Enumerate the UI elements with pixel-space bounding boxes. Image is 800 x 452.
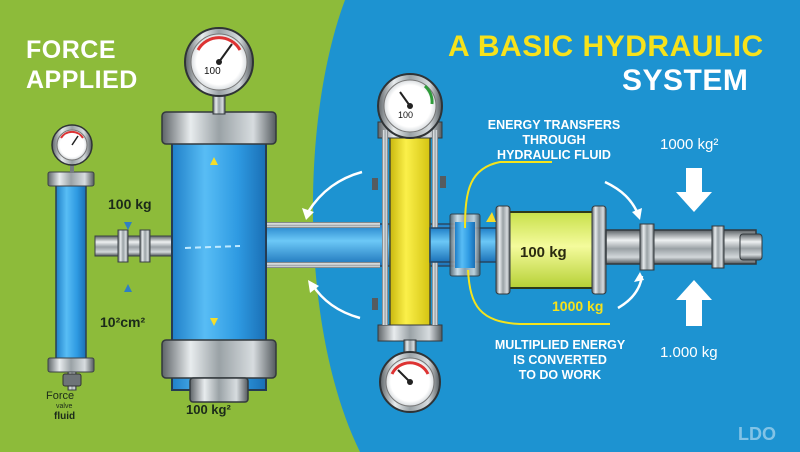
rod-tip	[739, 233, 763, 261]
yellow-column	[389, 129, 431, 331]
small-force-label: 100 kg	[108, 196, 152, 212]
yellow-column-cap-bottom	[377, 324, 443, 342]
valve-caption: valve	[56, 403, 73, 410]
watermark: LDO	[738, 424, 776, 444]
output-force-label: 1000 kg	[552, 298, 604, 314]
force-applied-line-2: APPLIED	[26, 66, 138, 94]
pipe-top-rim	[250, 222, 380, 228]
fluid-flow-streak	[184, 245, 241, 249]
multiplied-energy-caption: MULTIPLIED ENERGY IS CONVERTED TO DO WOR…	[470, 338, 650, 383]
multiplied-line-2: IS CONVERTED	[513, 353, 607, 367]
small-area-label: 10²cm²	[100, 314, 146, 330]
fluid-caption: fluid	[54, 411, 76, 422]
large-cylinder-base	[189, 377, 249, 403]
flow-arc-lower-right-head	[634, 272, 644, 282]
gauge-top-center-reading: 100	[204, 66, 221, 77]
left-connector-pipe	[94, 235, 176, 257]
energy-transfer-line-3: HYDRAULIC FLUID	[497, 148, 611, 162]
flow-arc-upper-left-head	[302, 208, 314, 220]
output-cylinder-cap-left	[495, 205, 511, 295]
output-piston-rod	[605, 229, 757, 265]
multiplied-line-1: MULTIPLIED ENERGY	[494, 338, 626, 352]
up-force-arrow	[676, 280, 712, 326]
gauge-small-left	[51, 124, 93, 166]
small-cylinder-valve	[62, 373, 82, 387]
gauge-top-center	[184, 27, 254, 97]
gauge-bottom-center	[379, 351, 441, 413]
feed-valve-fluid	[455, 222, 475, 268]
right-bottom-force-label: 1.000 kg	[660, 344, 718, 361]
pipe-bottom-rim	[250, 262, 380, 268]
down-force-arrow	[676, 168, 712, 212]
left-connector-flange	[117, 229, 129, 263]
title-line-1: A BASIC HYDRAULIC	[448, 30, 764, 63]
fluid-arrow-down	[210, 318, 218, 326]
small-down-arrow	[124, 222, 132, 230]
inner-piston-label: 100 kg	[520, 244, 567, 261]
force-applied-line-1: FORCE	[26, 36, 116, 64]
small-cylinder	[55, 179, 87, 366]
column-bolt-3	[440, 176, 446, 188]
fluid-arrow-up	[210, 157, 218, 165]
flow-arc-upper-right-head	[632, 208, 642, 220]
small-cylinder-cap-bottom	[47, 357, 95, 373]
column-bolt-2	[372, 298, 378, 310]
rod-collar-1	[639, 223, 655, 271]
large-cylinder-cap-bottom	[161, 339, 277, 379]
output-cylinder-cap-right	[591, 205, 607, 295]
valve-arrow	[486, 212, 496, 222]
energy-transfer-line-2: THROUGH	[522, 133, 586, 147]
title-line-2: SYSTEM	[622, 64, 749, 97]
force-caption: Force	[46, 390, 75, 402]
energy-transfer-caption: ENERGY TRANSFERS THROUGH HYDRAULIC FLUID	[464, 118, 644, 163]
multiplied-line-3: TO DO WORK	[518, 368, 602, 382]
bottom-force-label: 100 kg²	[186, 402, 231, 417]
small-cylinder-cap-top	[47, 171, 95, 187]
flow-arc-lower-left-head	[308, 280, 319, 293]
large-cylinder-cap-top	[161, 111, 277, 145]
yellow-column-rod-left	[382, 130, 388, 325]
energy-transfer-line-1: ENERGY TRANSFERS	[487, 118, 621, 132]
left-connector-flange-2	[139, 229, 151, 263]
small-up-arrow	[124, 284, 132, 292]
flow-arc-upper-left	[306, 170, 363, 213]
caption-leader-top	[464, 161, 552, 229]
rod-collar-2	[711, 225, 725, 269]
gauge-center-right	[377, 73, 443, 139]
gauge-center-right-reading: 100	[398, 110, 414, 120]
caption-leader-bottom	[467, 269, 610, 325]
right-top-force-label: 1000 kg²	[660, 136, 719, 153]
column-bolt	[372, 178, 378, 190]
